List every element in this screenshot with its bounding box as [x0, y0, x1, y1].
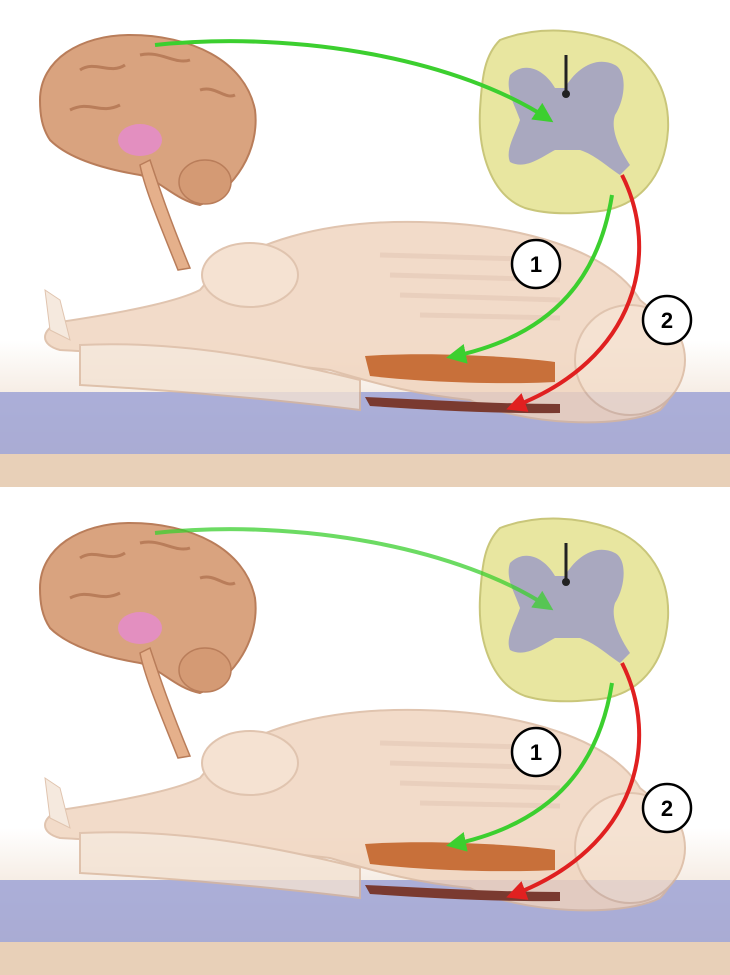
quadriceps-muscle — [365, 354, 555, 384]
pathway-2-label: 2 — [641, 294, 693, 346]
panel-top-illustration: 1 2 — [0, 29, 730, 487]
brain-icon — [38, 521, 257, 759]
pathway-1-label-text: 1 — [530, 252, 542, 277]
pathway-2-label: 2 — [641, 782, 693, 834]
brain-icon — [38, 33, 257, 271]
spinal-cord-cross-section-icon — [478, 29, 670, 215]
floor-strip — [0, 942, 730, 975]
spinal-cord-cross-section-icon — [478, 517, 670, 703]
reflex-pathway-2 — [506, 662, 642, 900]
pathway-1-label: 1 — [510, 726, 562, 778]
quadriceps-muscle — [365, 842, 555, 872]
pathway-1-label: 1 — [510, 238, 562, 290]
reflex-pathway-2 — [506, 174, 642, 412]
pathway-2-label-text: 2 — [661, 796, 673, 821]
panel-top: 1 2 — [0, 0, 730, 487]
descending-motor-pathway — [154, 527, 554, 611]
panel-bottom-illustration: 1 2 — [0, 517, 730, 975]
pathway-1-label-text: 1 — [530, 740, 542, 765]
floor-strip — [0, 454, 730, 487]
panel-bottom: 1 2 — [0, 488, 730, 975]
pathway-2-label-text: 2 — [661, 308, 673, 333]
descending-motor-pathway — [154, 39, 554, 123]
alpha-motor-pathway-1 — [446, 682, 614, 852]
alpha-motor-pathway-1 — [446, 194, 614, 364]
